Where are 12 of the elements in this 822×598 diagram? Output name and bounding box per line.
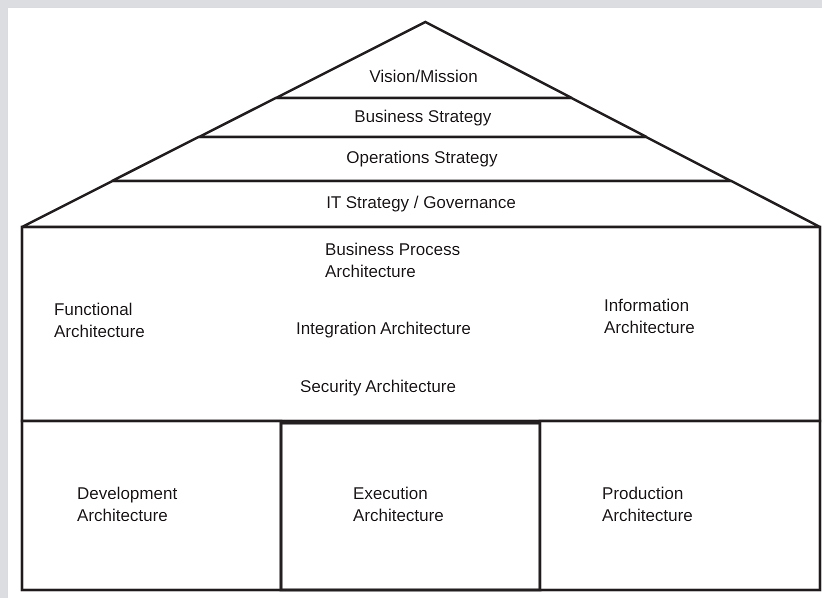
band-label: Execution Architecture	[353, 483, 445, 527]
band-label: Information Architecture	[604, 295, 696, 339]
band-label: Security Architecture	[300, 376, 457, 398]
band-label: Business Strategy	[353, 106, 492, 128]
band-label: Production Architecture	[602, 483, 694, 527]
band-label: Operations Strategy	[345, 147, 498, 169]
band-label: Integration Architecture	[296, 318, 472, 340]
band-label: Development Architecture	[77, 483, 178, 527]
band-label: Functional Architecture	[54, 299, 146, 343]
band-label: Business Process Architecture	[325, 239, 462, 283]
band-label: IT Strategy / Governance	[325, 192, 517, 214]
band-label: Vision/Mission	[368, 66, 479, 88]
